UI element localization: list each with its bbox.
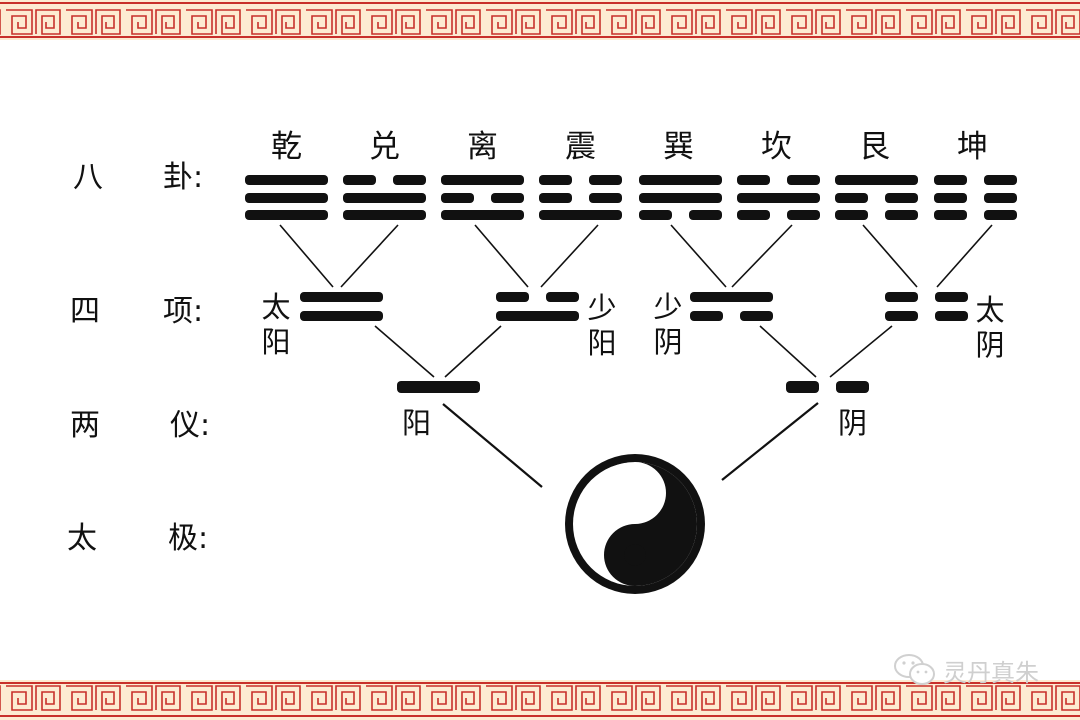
meander-pattern-icon — [0, 2, 1080, 38]
trigram-kan-icon — [737, 175, 820, 220]
symbol-label-shaoyin: 少 阴 — [653, 290, 683, 359]
watermark-text: 灵丹真朱 — [943, 658, 1039, 687]
trigram-name-kun: 坤 — [957, 129, 988, 165]
row-label-bagua-left: 八 — [73, 160, 103, 195]
mode-label-yin: 阴 — [838, 406, 868, 440]
trigram-qian-icon — [245, 175, 328, 220]
trigram-name-gen: 艮 — [859, 129, 890, 165]
row-label-sixiang-left: 四 — [70, 294, 100, 329]
row-label-liangyi-left: 两 — [70, 408, 100, 443]
trigram-li-icon — [441, 175, 524, 220]
trigram-kun-icon — [934, 175, 1017, 220]
row-label-taiji-left: 太 — [67, 521, 97, 556]
row-label-liangyi-right: 仪: — [170, 408, 211, 443]
mode-yin-icon — [786, 381, 869, 393]
connector-lines-to-taiji — [442, 402, 819, 488]
four-symbol-icons — [300, 292, 968, 321]
symbol-label-shaoyang: 少 阳 — [587, 291, 617, 360]
top-meander-border — [0, 0, 1080, 40]
symbol-shaoyang-icon — [496, 292, 579, 321]
trigram-gen-icon — [835, 175, 918, 220]
trigram-name-zhen: 震 — [565, 129, 596, 165]
trigram-name-dui: 兑 — [369, 129, 400, 165]
trigram-symbols — [245, 175, 1017, 220]
symbol-shaoyin-icon — [690, 292, 773, 321]
two-mode-icons — [397, 381, 869, 393]
trigram-xun-icon — [639, 175, 722, 220]
trigram-name-xun: 巽 — [663, 129, 694, 165]
symbol-label-taiyin: 太 阴 — [975, 293, 1005, 362]
meander-pattern-icon — [0, 682, 1080, 717]
bottom-meander-border — [0, 680, 1080, 720]
wechat-icon — [894, 654, 935, 685]
symbol-taiyin-icon — [885, 292, 968, 321]
mode-yang-icon — [397, 381, 480, 393]
trigram-name-li: 离 — [467, 129, 498, 165]
trigram-zhen-icon — [539, 175, 622, 220]
symbol-label-taiyang: 太 阳 — [261, 290, 291, 359]
row-label-sixiang-right: 项: — [163, 294, 204, 329]
row-label-bagua-right: 卦: — [163, 160, 204, 195]
trigram-name-kan: 坎 — [761, 129, 792, 165]
mode-label-yang: 阳 — [402, 406, 432, 440]
trigram-name-qian: 乾 — [271, 129, 302, 165]
trigram-dui-icon — [343, 175, 426, 220]
watermark: 灵丹真朱 — [893, 650, 1039, 690]
yin-yang-icon — [565, 454, 705, 594]
connector-lines — [279, 224, 993, 378]
row-label-taiji-right: 极: — [168, 521, 209, 556]
symbol-taiyang-icon — [300, 292, 383, 321]
